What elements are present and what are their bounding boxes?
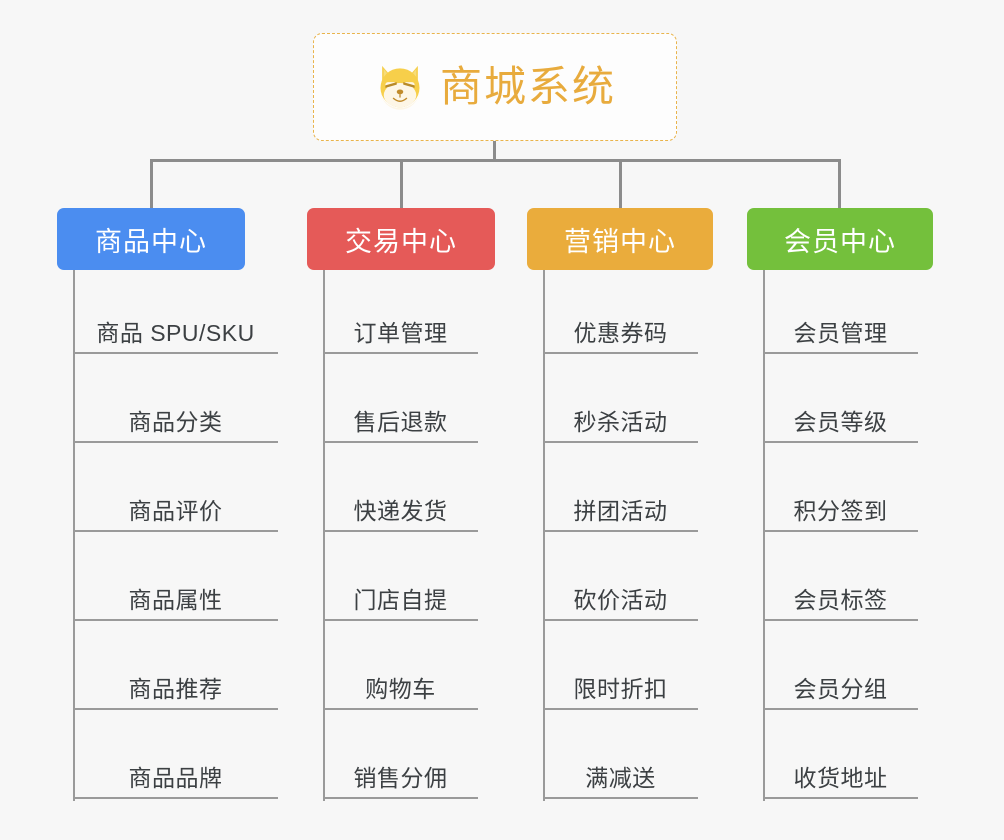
leaf-item-label: 商品评价: [128, 498, 223, 524]
leaf-item[interactable]: 商品 SPU/SKU: [73, 308, 278, 354]
horizontal-bus-connector: [151, 159, 841, 162]
category-box[interactable]: 会员中心: [747, 208, 933, 270]
drop-connector-1: [150, 159, 153, 208]
column-spine: [73, 270, 75, 801]
leaf-item-label: 会员等级: [793, 409, 888, 435]
leaf-item[interactable]: 收货地址: [763, 753, 918, 799]
leaf-item[interactable]: 门店自提: [323, 575, 478, 621]
root-stem-connector: [493, 141, 496, 161]
leaf-item[interactable]: 商品品牌: [73, 753, 278, 799]
leaf-item-label: 秒杀活动: [573, 409, 668, 435]
leaf-item[interactable]: 秒杀活动: [543, 397, 698, 443]
leaf-item[interactable]: 会员等级: [763, 397, 918, 443]
drop-connector-4: [838, 159, 841, 208]
leaf-item-label: 订单管理: [353, 320, 448, 346]
category-box[interactable]: 营销中心: [527, 208, 713, 270]
leaf-item-label: 满减送: [585, 765, 656, 791]
column-spine: [543, 270, 545, 801]
leaf-item-label: 购物车: [365, 676, 436, 702]
leaf-item-label: 优惠券码: [573, 320, 668, 346]
root-node[interactable]: 商城系统: [313, 33, 677, 141]
leaf-item-label: 拼团活动: [573, 498, 668, 524]
leaf-item[interactable]: 订单管理: [323, 308, 478, 354]
leaf-item[interactable]: 优惠券码: [543, 308, 698, 354]
leaf-item[interactable]: 会员管理: [763, 308, 918, 354]
leaf-item-label: 收货地址: [793, 765, 888, 791]
category-label: 交易中心: [345, 226, 457, 257]
leaf-item-label: 限时折扣: [573, 676, 668, 702]
leaf-item[interactable]: 售后退款: [323, 397, 478, 443]
leaf-item[interactable]: 销售分佣: [323, 753, 478, 799]
category-box[interactable]: 交易中心: [307, 208, 495, 270]
leaf-item-label: 会员管理: [793, 320, 888, 346]
leaf-item-label: 商品推荐: [128, 676, 223, 702]
category-box[interactable]: 商品中心: [57, 208, 245, 270]
leaf-item[interactable]: 购物车: [323, 664, 478, 710]
leaf-item[interactable]: 满减送: [543, 753, 698, 799]
drop-connector-2: [400, 159, 403, 208]
leaf-item-label: 销售分佣: [353, 765, 448, 791]
leaf-item[interactable]: 商品评价: [73, 486, 278, 532]
leaf-item[interactable]: 商品分类: [73, 397, 278, 443]
drop-connector-3: [619, 159, 622, 208]
leaf-item[interactable]: 砍价活动: [543, 575, 698, 621]
leaf-item-label: 砍价活动: [573, 587, 668, 613]
root-title: 商城系统: [439, 63, 616, 110]
leaf-item[interactable]: 限时折扣: [543, 664, 698, 710]
leaf-item[interactable]: 会员分组: [763, 664, 918, 710]
leaf-item-label: 商品分类: [128, 409, 223, 435]
category-label: 商品中心: [95, 226, 207, 257]
leaf-item-label: 门店自提: [353, 587, 448, 613]
leaf-item-label: 积分签到: [793, 498, 888, 524]
column-spine: [323, 270, 325, 801]
leaf-item-label: 会员标签: [793, 587, 888, 613]
category-label: 会员中心: [784, 226, 896, 257]
leaf-item[interactable]: 商品推荐: [73, 664, 278, 710]
leaf-item-label: 商品品牌: [128, 765, 223, 791]
leaf-item[interactable]: 快递发货: [323, 486, 478, 532]
column-spine: [763, 270, 765, 801]
leaf-item[interactable]: 商品属性: [73, 575, 278, 621]
shiba-dog-face-icon: [380, 65, 420, 110]
leaf-item[interactable]: 会员标签: [763, 575, 918, 621]
leaf-item-label: 售后退款: [353, 409, 448, 435]
leaf-item[interactable]: 积分签到: [763, 486, 918, 532]
leaf-item-label: 商品 SPU/SKU: [96, 320, 255, 346]
category-label: 营销中心: [564, 226, 676, 257]
leaf-item-label: 商品属性: [128, 587, 223, 613]
leaf-item-label: 快递发货: [353, 498, 448, 524]
leaf-item-label: 会员分组: [793, 676, 888, 702]
leaf-item[interactable]: 拼团活动: [543, 486, 698, 532]
